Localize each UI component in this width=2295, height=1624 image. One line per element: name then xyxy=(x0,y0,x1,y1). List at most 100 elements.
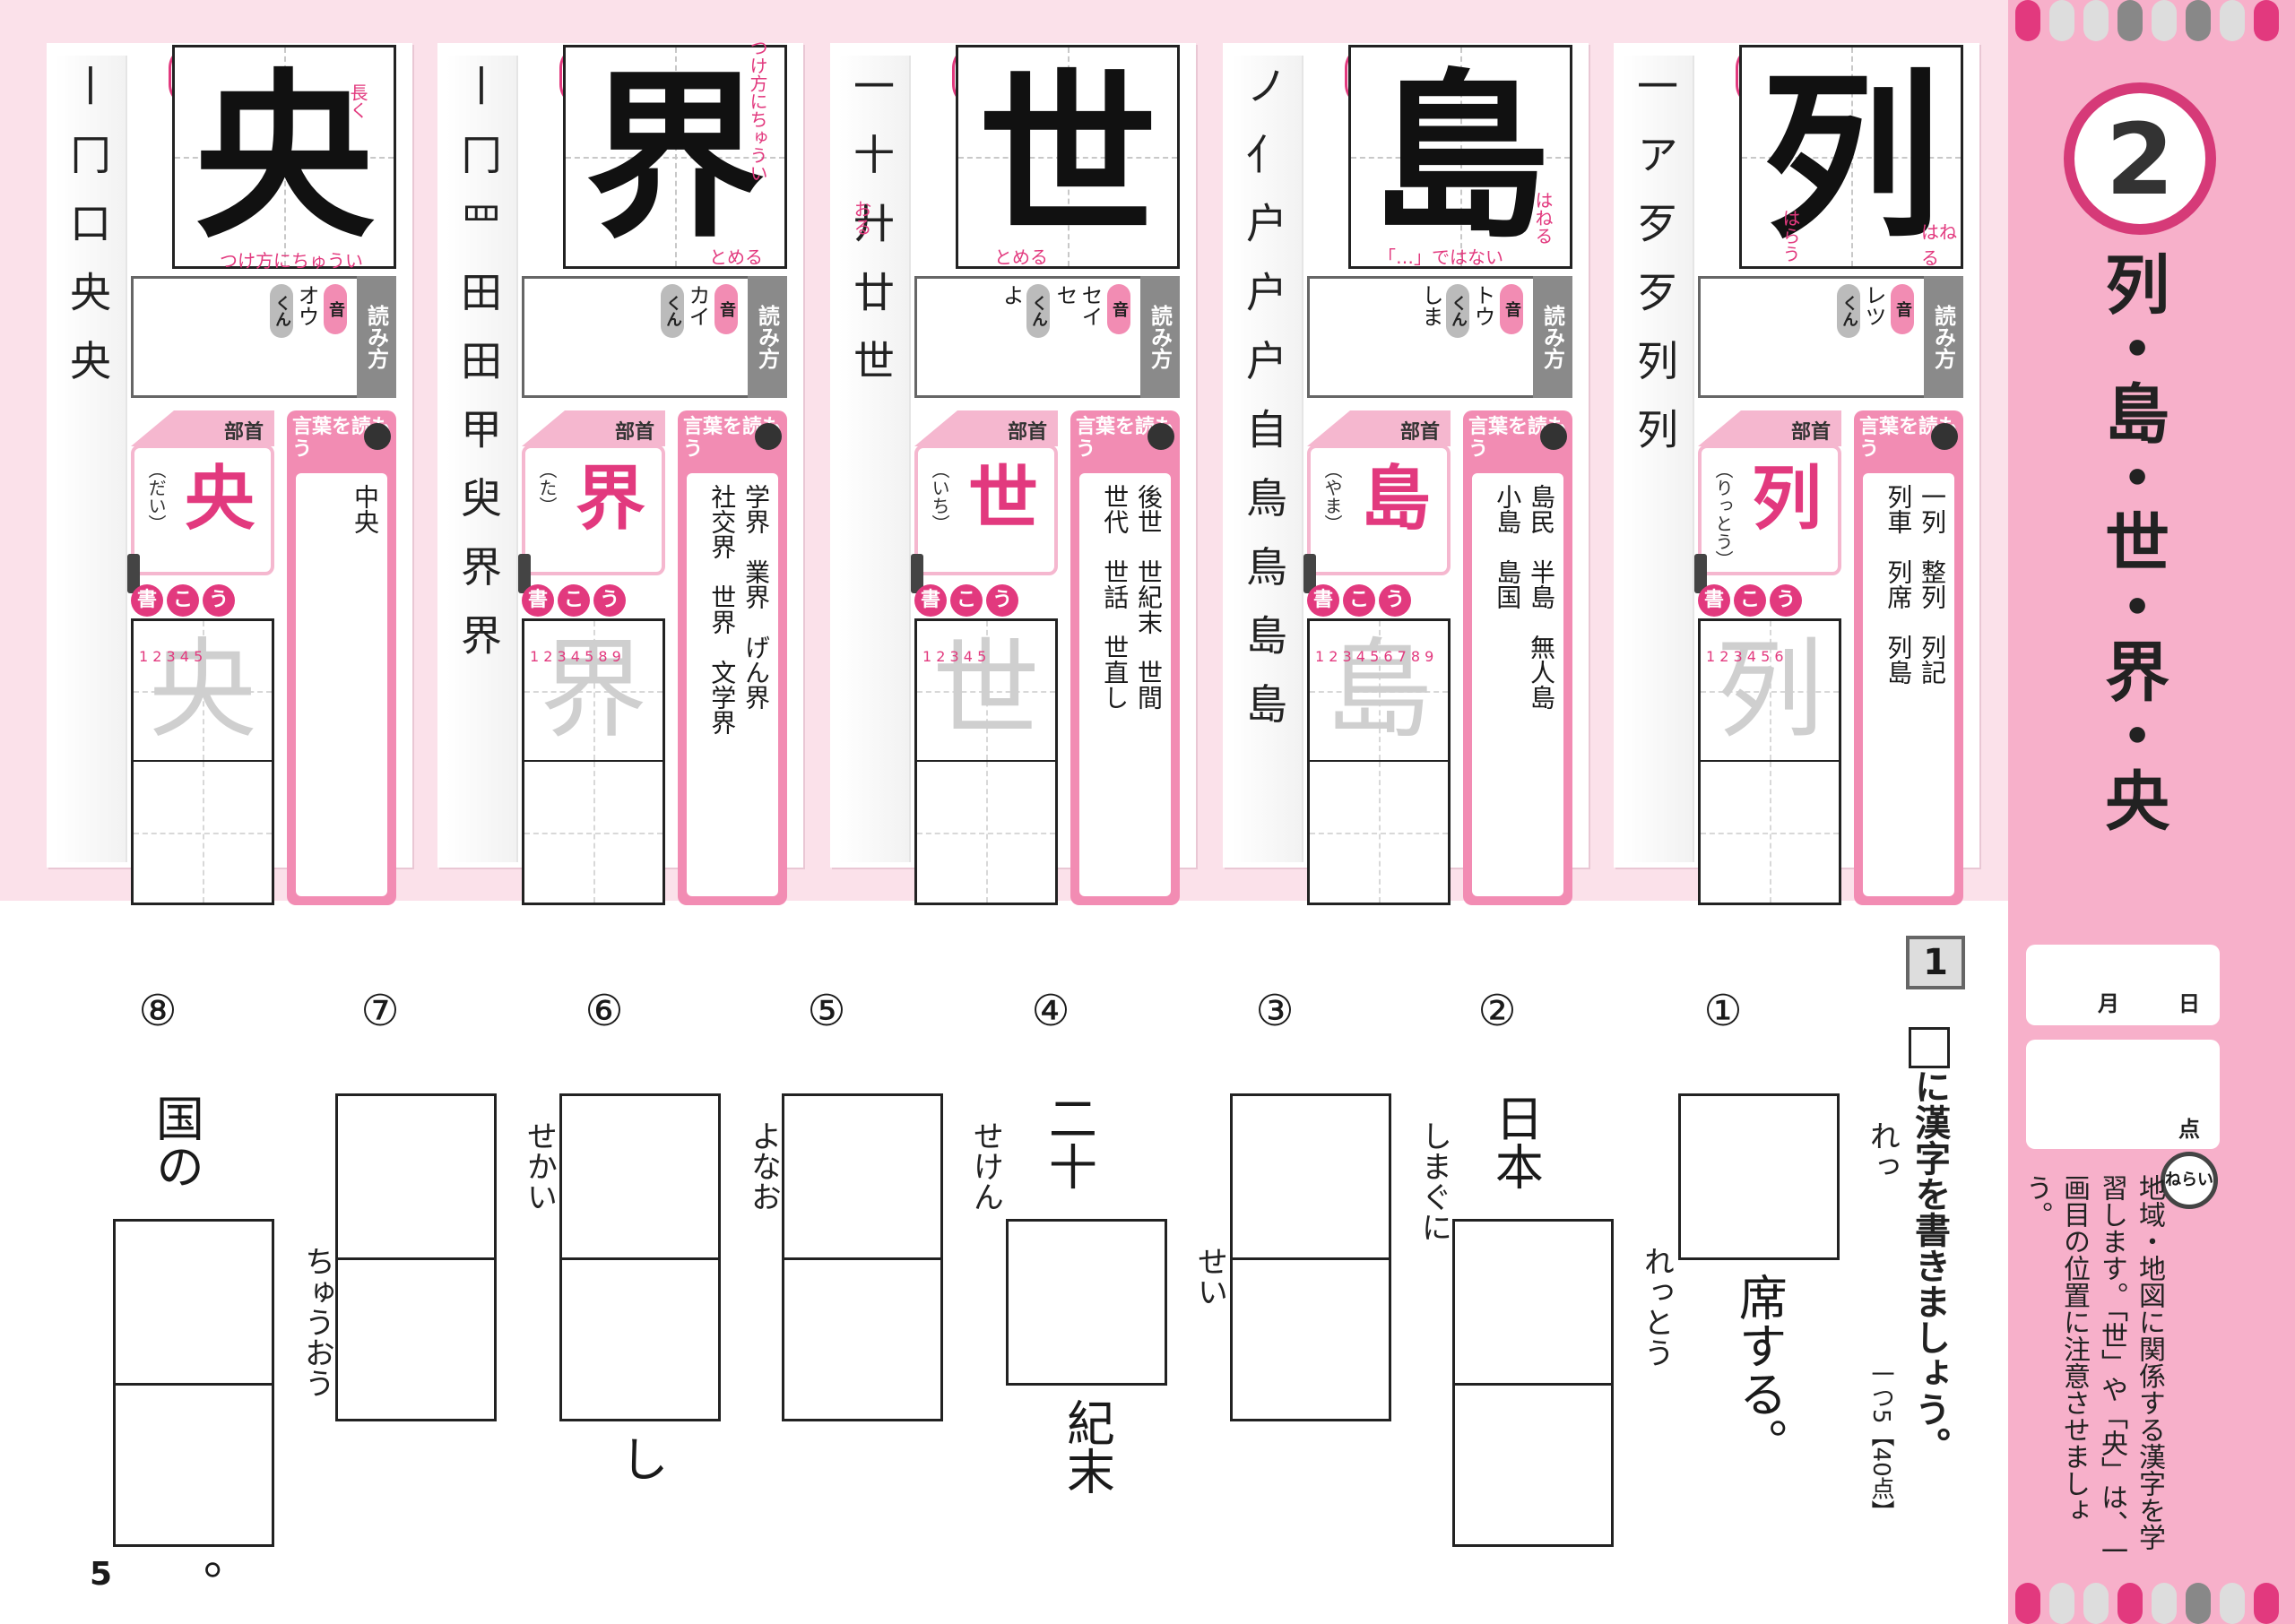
answer-cell[interactable] xyxy=(1455,1383,1611,1544)
reading-box: 読み方 音 セイ セ くん よ xyxy=(914,276,1180,398)
question-prefix: 二十 xyxy=(1040,1093,1097,1190)
radical-box: （りっとう） 列 xyxy=(1698,445,1841,575)
instruction-text: に漢字を書きましょう。 xyxy=(1909,1068,1950,1463)
mascot-icon xyxy=(1148,423,1174,450)
answer-box[interactable] xyxy=(1006,1219,1167,1386)
answer-cell[interactable] xyxy=(1233,1096,1389,1257)
pencil-icon xyxy=(1303,554,1316,593)
model-kanji: 列 xyxy=(1761,52,1941,263)
model-kanji: 央 xyxy=(194,52,374,263)
write-cell[interactable] xyxy=(524,762,663,903)
answer-cell[interactable] xyxy=(1233,1257,1389,1419)
trace-cell[interactable]: 界 1 2 3 4 5 8 9 xyxy=(524,621,663,762)
trace-cell[interactable]: 列 1 2 3 4 5 6 xyxy=(1701,621,1839,762)
radical-box: （だい） 央 xyxy=(131,445,274,575)
answer-cell[interactable] xyxy=(1009,1222,1165,1383)
answer-box[interactable] xyxy=(335,1093,497,1421)
answer-cell[interactable] xyxy=(116,1222,272,1383)
kanji-card-3: 一 十 廾 廿 世 5画 世 おる とめる 読み方 音 セイ セ くん よ 部首… xyxy=(830,43,1196,905)
practice-grid: 央 1 2 3 4 5 xyxy=(131,618,274,905)
answer-cell[interactable] xyxy=(1681,1096,1837,1257)
on-reading-tag: 音 xyxy=(1500,284,1523,334)
question-suffix: 。 xyxy=(165,1559,222,1608)
write-cell[interactable] xyxy=(917,762,1055,903)
kakou-1: 書 xyxy=(1307,584,1339,617)
trace-numbers: 1 2 3 4 5 6 xyxy=(1706,648,1784,665)
kakou-2: こ xyxy=(1343,584,1375,617)
answer-box[interactable] xyxy=(1452,1219,1614,1547)
question-number: ⑧ xyxy=(138,986,178,1036)
trace-cell[interactable]: 世 1 2 3 4 5 xyxy=(917,621,1055,762)
trace-cell[interactable]: 島 1 2 3 4 5 6 7 8 9 xyxy=(1310,621,1448,762)
kakou-label: 書こう xyxy=(1307,584,1411,617)
sidebar-bottom-pips xyxy=(2015,1583,2279,1624)
words-panel: 言葉を読もう 学界 業界 げん界 社交界 世界 文学界 xyxy=(678,410,787,905)
stroke-note: はねる xyxy=(1532,191,1554,245)
answer-cell[interactable] xyxy=(784,1257,940,1419)
trace-cell[interactable]: 央 1 2 3 4 5 xyxy=(134,621,272,762)
answer-cell[interactable] xyxy=(562,1257,718,1419)
nerai-text: 地域・地図に関係する漢字を学習します。「世」や「央」は、一画目の位置に注意させま… xyxy=(2021,1174,2165,1564)
answer-cell[interactable] xyxy=(116,1383,272,1544)
on-reading-2: セ xyxy=(1052,284,1078,306)
model-kanji-box: 世 おる とめる xyxy=(851,45,1180,269)
kakou-1: 書 xyxy=(131,584,163,617)
question-number: ② xyxy=(1477,986,1517,1036)
answer-box[interactable] xyxy=(1678,1093,1840,1260)
answer-cell[interactable] xyxy=(338,1257,494,1419)
trace-kanji: 界 xyxy=(540,628,647,753)
stroke-order: 一 ア 歹 歹 列 列 xyxy=(1631,65,1679,457)
answer-cell[interactable] xyxy=(784,1096,940,1257)
question-number: ⑤ xyxy=(807,986,846,1036)
model-kanji-box: 央 長く つけ方にちゅうい xyxy=(172,45,396,272)
answer-box[interactable] xyxy=(1230,1093,1391,1421)
on-reading: トウ xyxy=(1470,284,1495,327)
stroke-order: 一 十 廾 廿 世 xyxy=(847,65,896,388)
radical-tab: 部首 xyxy=(131,410,274,446)
answer-box[interactable] xyxy=(782,1093,943,1421)
radical-reading: （だい） xyxy=(145,461,167,532)
kakou-label: 書こう xyxy=(1698,584,1802,617)
score-box[interactable]: 点 xyxy=(2026,1040,2220,1149)
kun-reading-tag: くん xyxy=(1446,284,1469,338)
answer-box[interactable] xyxy=(113,1219,274,1547)
write-cell[interactable] xyxy=(1701,762,1839,903)
practice-grid: 島 1 2 3 4 5 6 7 8 9 xyxy=(1307,618,1451,905)
write-cell[interactable] xyxy=(134,762,272,903)
trace-numbers: 1 2 3 4 5 xyxy=(922,648,987,665)
radical-box: （やま） 島 xyxy=(1307,445,1451,575)
kun-reading-tag: くん xyxy=(1026,284,1050,338)
model-kanji: 世 xyxy=(977,52,1157,263)
furigana: せけん xyxy=(967,1120,1004,1212)
stroke-note: はらう xyxy=(1780,209,1801,263)
trace-kanji: 島 xyxy=(1325,628,1433,753)
kakou-2: こ xyxy=(1734,584,1766,617)
answer-box[interactable] xyxy=(559,1093,721,1421)
answer-cell[interactable] xyxy=(1455,1222,1611,1383)
example-words: 島民 半島 無人島 小島 島国 xyxy=(1472,473,1563,896)
stroke-note: つけ方にちゅうい xyxy=(747,39,768,182)
question-number: ④ xyxy=(1031,986,1070,1036)
question-suffix: 席する。 xyxy=(1730,1273,1788,1466)
radical-reading: （やま） xyxy=(1321,461,1343,532)
answer-cell[interactable] xyxy=(562,1096,718,1257)
example-words: 学界 業界 げん界 社交界 世界 文学界 xyxy=(687,473,778,896)
kakou-1: 書 xyxy=(914,584,947,617)
on-reading-tag: 音 xyxy=(324,284,347,334)
date-box[interactable]: 月 日 xyxy=(2026,945,2220,1025)
kanji-card-1: 一 ア 歹 歹 列 列 6画 列 はらう はねる 読み方 音 レツ くん 部首 … xyxy=(1614,43,1979,905)
stroke-note: とめる xyxy=(709,246,763,268)
nerai-badge: ねらい xyxy=(2161,1152,2218,1209)
radical-box: （いち） 世 xyxy=(914,445,1058,575)
day-label: 日 xyxy=(2178,991,2200,1016)
write-cell[interactable] xyxy=(1310,762,1448,903)
stroke-order-strip: 丨 冂 口 央 央 xyxy=(56,56,127,862)
reading-label: 読み方 xyxy=(748,276,787,398)
kakou-2: こ xyxy=(167,584,199,617)
question-number: ① xyxy=(1703,986,1743,1036)
words-panel: 言葉を読もう 中央 xyxy=(287,410,396,905)
answer-cell[interactable] xyxy=(338,1096,494,1257)
pencil-icon xyxy=(1694,554,1707,593)
kanji-card-4: 丨 冂 罒 田 田 甲 臾 界 界 9画 界 つけ方にちゅうい とめる 読み方 … xyxy=(437,39,803,905)
kakou-3: う xyxy=(593,584,626,617)
